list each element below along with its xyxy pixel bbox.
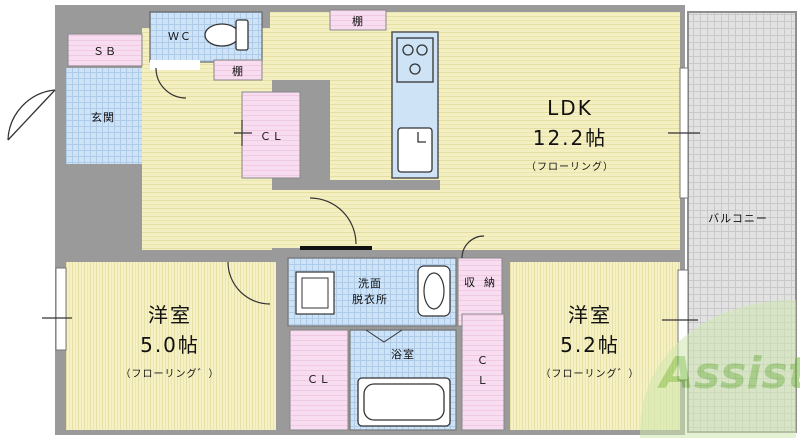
ldk-lower [200, 190, 680, 248]
western-left-note: （フローリング゛） [121, 367, 220, 380]
western-left-name: 洋室 [148, 303, 192, 327]
stove-icon [396, 37, 434, 83]
closet-center-label: ＣＬ [260, 130, 284, 143]
western-room-left [66, 262, 276, 430]
closet-right-label-1: Ｃ [477, 354, 489, 367]
ldk-note: （フローリング） [526, 160, 614, 173]
shoe-box-label: ＳＢ [93, 45, 117, 58]
ldk-name: LDK [547, 96, 593, 120]
bathtub-icon [357, 377, 451, 427]
western-left-size: 5.0帖 [140, 333, 200, 357]
western-right-name: 洋室 [568, 303, 612, 327]
sink-icon [397, 127, 433, 173]
ldk-size: 12.2帖 [533, 126, 608, 150]
closet-left-label: ＣＬ [307, 373, 331, 386]
bathroom-label: 浴室 [391, 347, 415, 361]
assist-logo-watermark: Assist [640, 300, 800, 438]
storage-label-2: 納 [484, 276, 496, 289]
entrance-door-icon [7, 89, 56, 141]
closet-right-label-2: Ｌ [477, 374, 489, 387]
toilet-label: ＷＣ [168, 30, 192, 43]
western-right-note: （フローリング゛） [541, 367, 640, 380]
washbasin-icon [417, 265, 451, 317]
washroom-label-2: 脱衣所 [352, 292, 388, 306]
entrance-area [66, 68, 142, 164]
watermark-text: Assist [657, 348, 800, 399]
western-right-size: 5.2帖 [560, 333, 620, 357]
shelf-top-label: 棚 [352, 14, 364, 28]
storage-label-1: 収 [464, 276, 476, 289]
balcony-label: バルコニー [708, 212, 768, 225]
toilet-icon [204, 19, 249, 51]
entrance-label: 玄関 [91, 110, 115, 124]
washroom-label-1: 洗面 [358, 277, 382, 290]
shelf-toilet-label: 棚 [232, 64, 244, 78]
